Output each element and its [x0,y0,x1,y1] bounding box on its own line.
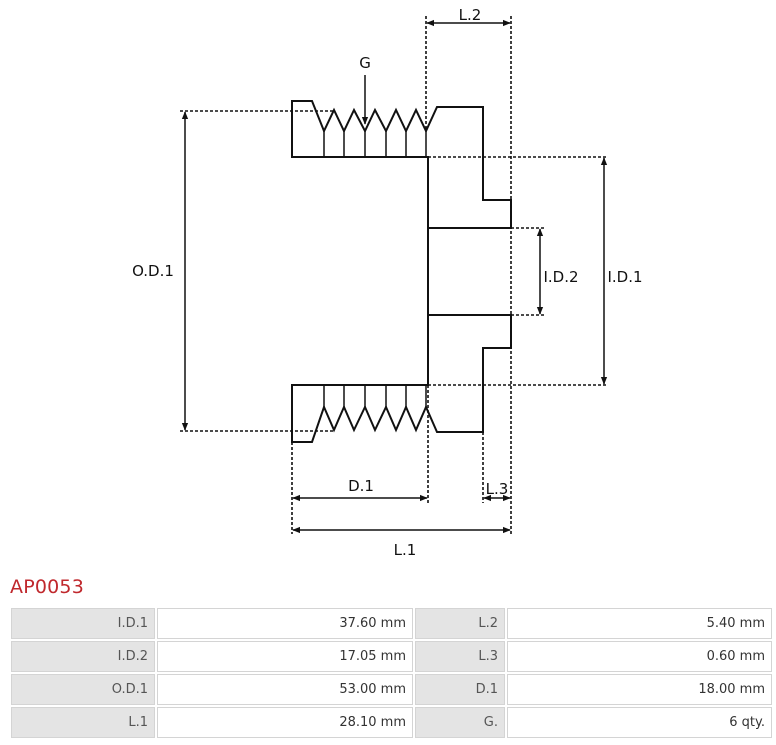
spec-label: L.2 [415,608,505,639]
dimension-lines [181,19,608,534]
spec-table: I.D.1 37.60 mm L.2 5.40 mm I.D.2 17.05 m… [9,606,774,740]
spec-value: 28.10 mm [157,707,413,738]
table-row: I.D.1 37.60 mm L.2 5.40 mm [11,608,772,639]
id2-label: I.D.2 [543,268,578,286]
spec-value: 18.00 mm [507,674,772,705]
spec-value: 5.40 mm [507,608,772,639]
spec-value: 0.60 mm [507,641,772,672]
spec-label: L.3 [415,641,505,672]
spec-label: I.D.1 [11,608,155,639]
pulley-bottom-profile [291,314,512,443]
table-row: I.D.2 17.05 mm L.3 0.60 mm [11,641,772,672]
pulley-drawing: G O.D.1 I.D.1 I.D.2 L.2 D.1 L.3 L.1 [132,6,642,559]
pulley-top-profile [291,100,512,229]
table-row: L.1 28.10 mm G. 6 qty. [11,707,772,738]
id1-label: I.D.1 [607,268,642,286]
od1-label: O.D.1 [132,262,174,280]
pulley-outline [291,100,512,443]
spec-value: 17.05 mm [157,641,413,672]
d1-label: D.1 [348,477,374,495]
l3-label: L.3 [486,480,509,498]
groove-lines [323,131,427,407]
l1-label: L.1 [394,541,417,559]
spec-value: 6 qty. [507,707,772,738]
spec-label: G. [415,707,505,738]
spec-value: 53.00 mm [157,674,413,705]
groove-label: G [359,54,371,72]
spec-label: D.1 [415,674,505,705]
spec-value: 37.60 mm [157,608,413,639]
spec-label: L.1 [11,707,155,738]
part-number-title: AP0053 [10,576,85,598]
table-row: O.D.1 53.00 mm D.1 18.00 mm [11,674,772,705]
l2-label: L.2 [459,6,482,24]
spec-label: O.D.1 [11,674,155,705]
extension-lines [180,16,608,534]
spec-label: I.D.2 [11,641,155,672]
